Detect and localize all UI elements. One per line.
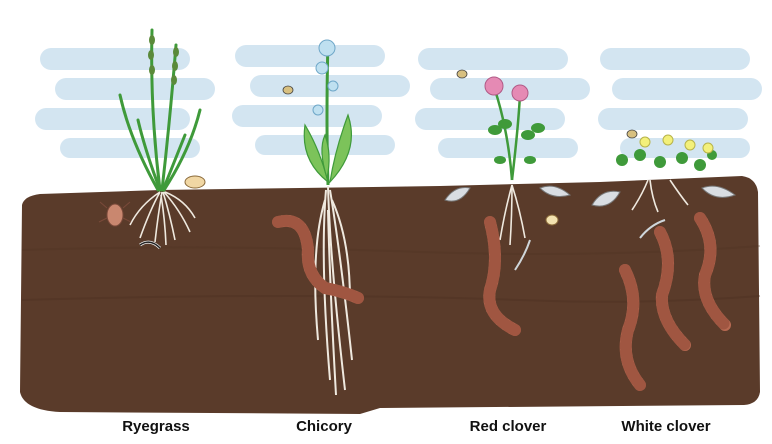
label-ryegrass: Ryegrass (122, 418, 190, 435)
beetle (98, 201, 132, 227)
red-clover-earthworm (483, 216, 521, 336)
white-clover-flowers (639, 134, 714, 154)
soil (20, 176, 761, 414)
bee-2 (456, 69, 468, 79)
cloud-4 (598, 48, 762, 158)
bee-3 (626, 129, 638, 139)
sky-clouds (35, 45, 762, 158)
white-clover-plant (591, 134, 737, 391)
woodlouse-white-right (701, 185, 737, 198)
red-clover-stems (493, 89, 522, 181)
woodlouse-white-left (591, 190, 621, 207)
cloud-1 (35, 48, 215, 158)
millipede (139, 240, 162, 250)
bee-1 (282, 85, 294, 95)
springtail (184, 175, 206, 189)
red-clover-leaves (488, 119, 545, 164)
chicory-taproot (314, 185, 353, 396)
label-chicory: Chicory (296, 418, 352, 435)
red-clover-roots (499, 184, 526, 246)
label-red-clover: Red clover (469, 418, 547, 435)
white-clover-roots (631, 179, 689, 213)
ryegrass-seed-heads (148, 35, 179, 85)
white-clover-earthworms (619, 212, 731, 391)
cloud-3 (415, 48, 590, 158)
red-clover-plant (444, 76, 572, 336)
chicory-earthworm (272, 214, 364, 304)
ryegrass-plant (118, 28, 202, 246)
cloud-2 (232, 45, 410, 155)
woodlouse-red-left (444, 187, 471, 202)
chicory-plant (272, 39, 364, 396)
woodlouse-red-right (539, 185, 572, 197)
label-white-clover: White clover (621, 418, 711, 435)
mite (545, 214, 559, 226)
chicory-flowers (312, 39, 339, 116)
nematode (514, 239, 531, 271)
nematode-2 (639, 219, 666, 239)
red-clover-flowers (484, 76, 529, 102)
chicory-leaves (303, 113, 352, 184)
ryegrass-roots (129, 191, 196, 246)
